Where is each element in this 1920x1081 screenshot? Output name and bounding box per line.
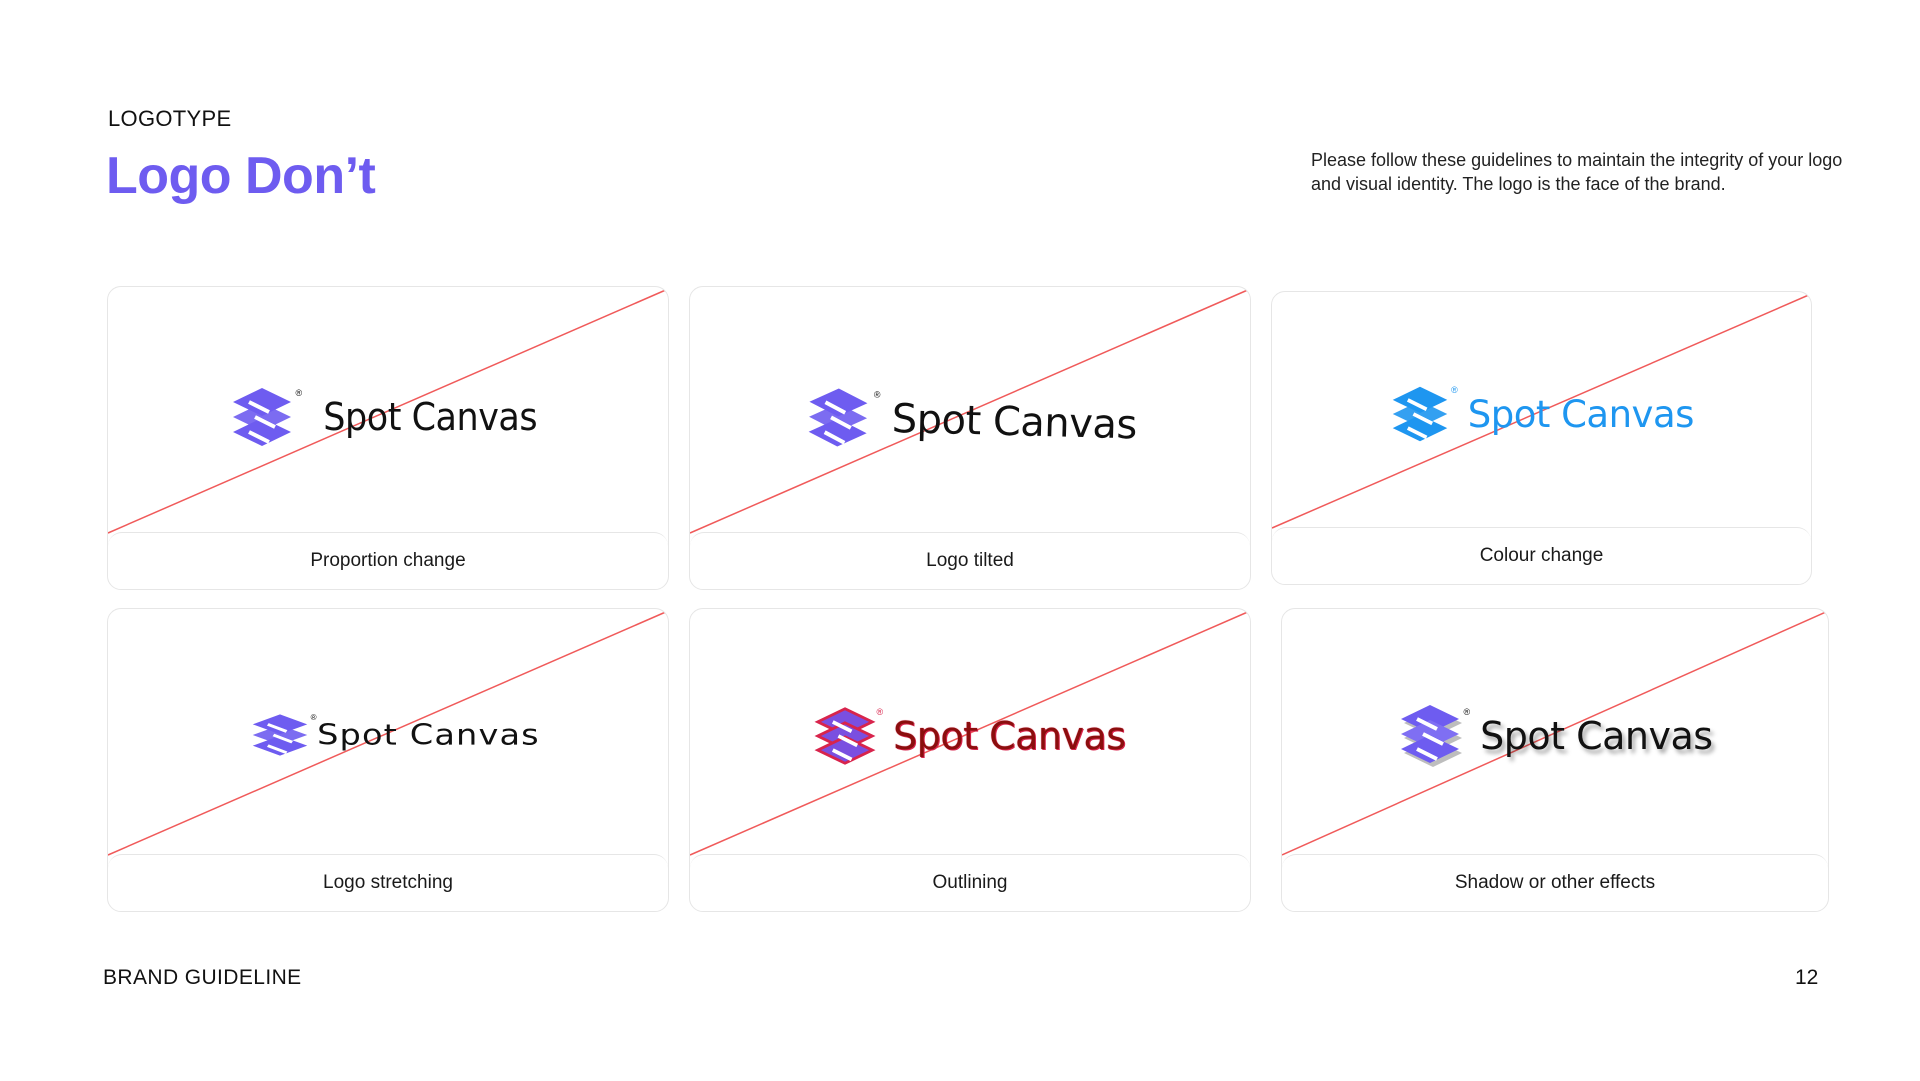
card-caption: Proportion change (108, 532, 668, 589)
spot-canvas-logo-icon (814, 707, 876, 765)
spot-canvas-logo-icon (808, 388, 868, 447)
logo-wordmark: Spot Canvas (891, 395, 1138, 449)
logo-wordmark: Spot Canvas (1467, 392, 1695, 436)
dont-card-colour-change: ® Spot Canvas Colour change (1271, 291, 1812, 585)
spot-canvas-logo: ® Spot Canvas (690, 701, 1250, 771)
spot-canvas-logo-icon (1392, 386, 1448, 442)
footer-label: BRAND GUIDELINE (103, 966, 302, 989)
spot-canvas-logo: ® Spot Canvas (108, 707, 668, 763)
spot-canvas-logo-icon (1401, 705, 1463, 767)
spot-canvas-logo: ® Spot Canvas (1282, 701, 1828, 771)
registered-mark: ® (876, 707, 884, 717)
spot-canvas-logo: ® Spot Canvas (108, 382, 668, 452)
registered-mark: ® (873, 389, 881, 400)
registered-mark: ® (1451, 385, 1458, 395)
registered-mark: ® (310, 713, 317, 722)
logo-wordmark: Spot Canvas (323, 395, 538, 439)
card-caption: Logo stretching (108, 854, 668, 911)
dont-card-logo-tilted: ® Spot Canvas Logo tilted (689, 286, 1251, 590)
dont-card-logo-stretching: ® Spot Canvas Logo stretching (107, 608, 669, 912)
page-number: 12 (1795, 966, 1819, 989)
dont-card-outlining: ® Spot Canvas Outlining (689, 608, 1251, 912)
logo-wordmark: Spot Canvas (316, 718, 540, 752)
card-caption: Shadow or other effects (1282, 854, 1828, 911)
page-title: Logo Don’t (106, 147, 376, 205)
logo-wordmark: Spot Canvas (1480, 714, 1713, 758)
dont-card-proportion-change: ® Spot Canvas Proportion change (107, 286, 669, 590)
spot-canvas-logo-icon (233, 388, 292, 446)
logo-wordmark: Spot Canvas (893, 714, 1126, 758)
dont-card-shadow-effects: ® Spot Canvas Shadow or other effects (1281, 608, 1829, 912)
spot-canvas-logo: ® Spot Canvas (690, 379, 1250, 464)
registered-mark: ® (295, 388, 303, 398)
card-caption: Logo tilted (690, 532, 1250, 589)
spot-canvas-logo-icon (252, 714, 307, 756)
card-caption: Outlining (690, 854, 1250, 911)
card-caption: Colour change (1272, 527, 1811, 584)
intro-text: Please follow these guidelines to mainta… (1311, 150, 1843, 194)
section-eyebrow: LOGOTYPE (108, 106, 232, 131)
registered-mark: ® (1463, 707, 1471, 717)
spot-canvas-logo: ® Spot Canvas (1272, 379, 1811, 449)
